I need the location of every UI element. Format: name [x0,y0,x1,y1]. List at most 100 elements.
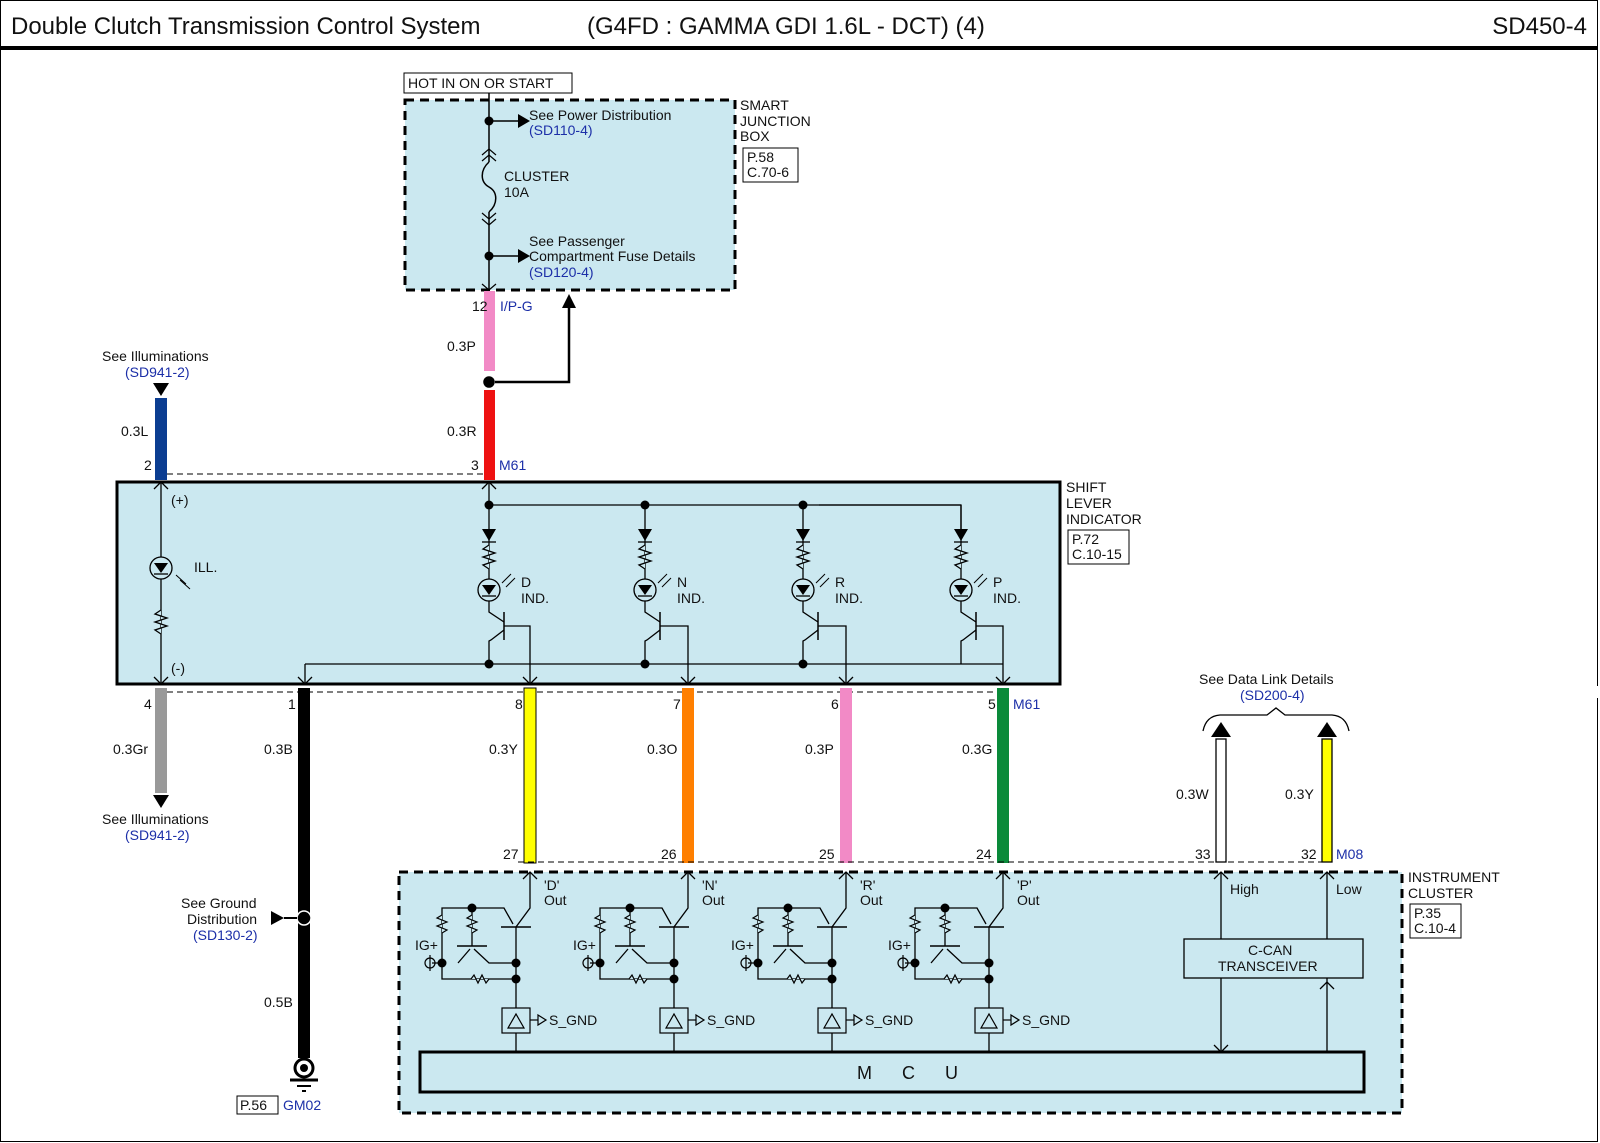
diode-icon [954,529,968,541]
wire-red: 0.3R 3 M61 [447,390,526,480]
wire-p: 5 0.3G 24 [962,688,1009,863]
arrow-right-icon [518,114,530,128]
ground-icon [290,1057,318,1092]
power-source-label: HOT IN ON OR START [408,75,554,91]
m61-connector-top: M61 [499,457,526,473]
indicator-label: IND. [677,590,705,606]
resistor-icon [480,544,498,570]
pin-top: 8 [515,696,523,712]
indicator-letter: D [521,574,531,590]
sgnd-label: S_GND [707,1012,755,1028]
wire-blue: See Illuminations (SD941-2) 0.3L 2 [102,348,209,480]
wire-spec-can-high: 0.3W [1176,786,1209,802]
power-distribution-ref[interactable]: (SD110-4) [529,122,593,138]
plus-terminal: (+) [171,492,189,508]
wire-spec: 0.3G [962,741,992,757]
ground-id: GM02 [283,1097,321,1113]
sgnd-label: S_GND [865,1012,913,1028]
indicator-letter: R [835,574,845,590]
wire-spec: 0.3O [647,741,677,757]
illum-bottom-text[interactable]: See Illuminations [102,811,209,827]
ic-page-ref: P.35 [1414,905,1441,921]
sli-page-ref: P.72 [1072,531,1099,547]
fuse-rating: 10A [504,184,530,200]
output-out: Out [702,892,725,908]
pin-top: 5 [988,696,996,712]
fuse-details-line1[interactable]: See Passenger [529,233,625,249]
minus-terminal: (-) [171,660,185,676]
resistor-icon [908,914,922,934]
indicator-letter: N [677,574,687,590]
data-link-text[interactable]: See Data Link Details [1199,671,1334,687]
data-link-ref[interactable]: (SD200-4) [1240,687,1305,703]
output-out: Out [544,892,567,908]
ground-dist-text-1[interactable]: See Ground [181,895,257,911]
brace-icon [1202,707,1350,732]
smart-junction-box: HOT IN ON OR START See Power Distributio… [403,72,811,292]
wire-spec-can-low: 0.3Y [1285,786,1314,802]
output-name: 'D' [544,877,559,893]
resistor-icon [623,914,637,934]
wire-spec: 0.3P [805,741,834,757]
ill-label: ILL. [194,559,217,575]
illum-bottom-ref[interactable]: (SD941-2) [125,827,190,843]
ground-page-ref: P.56 [240,1097,267,1113]
fuse-details-ref[interactable]: (SD120-4) [529,264,594,280]
sgnd-box [501,1007,531,1034]
arrow-down-icon [153,383,169,396]
sgnd-box [974,1007,1004,1034]
resistor-icon [938,914,952,934]
resistor-icon [794,544,812,570]
wire-spec-ipg: 0.3P [447,338,476,354]
page-code: SD450-4 [1492,13,1587,40]
resistor-icon [465,914,479,934]
illum-top-ref[interactable]: (SD941-2) [125,364,190,380]
led-icon [477,573,516,602]
ground-dist-text-2[interactable]: Distribution [187,911,257,927]
arrow-right-icon [271,911,284,925]
sjb-page-ref: P.58 [747,149,774,165]
ig-label: IG+ [888,937,911,953]
mcu-block [418,1050,1366,1094]
wire-spec: 0.3Y [489,741,518,757]
pin-bottom: 25 [819,846,835,862]
ground-dist-ref[interactable]: (SD130-2) [193,927,258,943]
ill-led-icon [149,556,191,590]
sli-connector-ref: C.10-15 [1072,546,1122,562]
wire-black-ground: 1 0.3B See Ground Distribution (SD130-2)… [181,688,321,1115]
sjb-name-1: SMART [740,97,789,113]
sgnd-box [659,1007,689,1034]
transistor-icon [960,601,1011,685]
can-low-label: Low [1336,881,1363,897]
pin-bottom: 26 [661,846,677,862]
sjb-name-3: BOX [740,128,770,144]
illum-top-text[interactable]: See Illuminations [102,348,209,364]
indicator-letter: P [993,574,1002,590]
power-distribution-link[interactable]: See Power Distribution [529,107,671,123]
wire-spec-red: 0.3R [447,423,477,439]
sjb-connector-ref: C.70-6 [747,164,789,180]
mcu-label: MCU [857,1063,988,1083]
pin-bottom: 24 [976,846,992,862]
triangle-icon [979,1012,999,1029]
fuse-details-line2[interactable]: Compartment Fuse Details [529,248,696,264]
sjb-name-2: JUNCTION [740,113,811,129]
sgnd-box [817,1007,847,1034]
resistor-icon [952,544,970,570]
ig-label: IG+ [415,937,438,953]
resistor-icon [636,544,654,570]
can-line-1: C-CAN [1248,942,1292,958]
can-high-label: High [1230,881,1259,897]
resistor-icon [781,914,795,934]
ic-connector-ref: C.10-4 [1414,920,1456,936]
transistor-icon [488,601,538,685]
sli-name-3: INDICATOR [1066,511,1142,527]
sli-name-1: SHIFT [1066,479,1107,495]
